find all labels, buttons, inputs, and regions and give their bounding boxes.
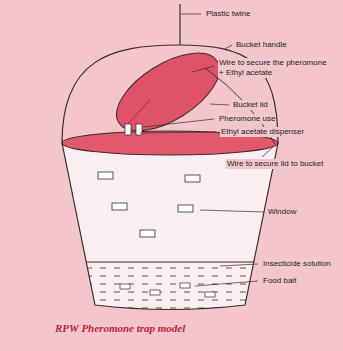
windows — [98, 172, 200, 237]
lid-label: Bucket lid — [232, 100, 269, 110]
plastic-twine — [179, 4, 180, 45]
wire-label: Wire to secure the pheromone + Ethyl ace… — [218, 58, 332, 78]
leader-lines — [140, 14, 274, 286]
dispenser-label: Ethyl acetate dispenser — [220, 127, 305, 137]
insecticide-label: Insecticide solution — [262, 259, 332, 269]
caption: RPW Pheromone trap model — [55, 322, 185, 334]
twine-label: Plastic twine — [205, 9, 251, 19]
handle-label: Bucket handle — [235, 40, 288, 50]
liquid-surface — [86, 262, 254, 263]
dispensers — [125, 124, 142, 135]
window-label: Window — [267, 207, 297, 217]
insecticide-liquid — [86, 262, 254, 310]
food-bait — [120, 283, 215, 297]
lid-wire-label: Wire to secure lid to bucket — [226, 159, 324, 169]
bait-label: Food bait — [262, 276, 297, 286]
pheromone-label: Pheromone use — [218, 114, 276, 124]
bucket-lid — [104, 38, 232, 147]
